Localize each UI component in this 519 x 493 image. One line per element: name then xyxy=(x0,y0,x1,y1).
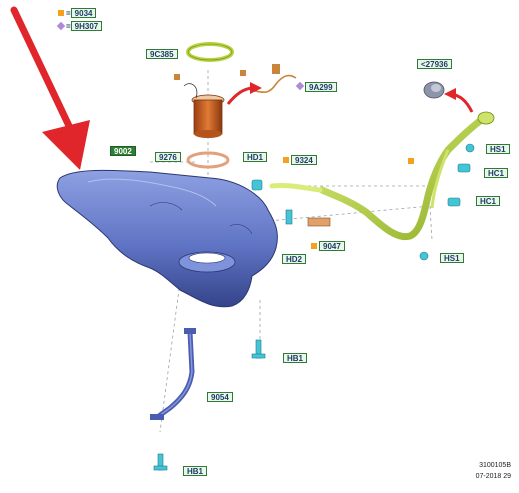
callout-hc1-top: HC1 xyxy=(484,168,509,178)
callout-9047: 9047 xyxy=(319,241,345,251)
sender-wire xyxy=(240,64,297,94)
seal-ring xyxy=(186,151,230,169)
arrowhead xyxy=(250,82,262,94)
legend-eq: = xyxy=(66,22,71,31)
legend-eq: = xyxy=(66,9,71,18)
callout-9a299: 9A299 xyxy=(305,82,337,92)
legend-purple-row: =9H307 xyxy=(66,21,103,32)
clips xyxy=(251,143,475,261)
callout-hb1-lower: HB1 xyxy=(183,466,208,476)
callout-9c385: 9C385 xyxy=(146,49,178,59)
orange-square-marker xyxy=(283,157,289,163)
callout-9276: 9276 xyxy=(155,152,181,162)
legend-orange-row: =9034 xyxy=(66,8,97,19)
tank-strap xyxy=(150,328,196,421)
arrowhead xyxy=(444,88,456,100)
callout-hd1: HD1 xyxy=(243,152,268,162)
callout-hs1-bottom: HS1 xyxy=(440,253,464,263)
bolts xyxy=(153,339,266,471)
legend-orange-code: 9034 xyxy=(70,8,97,18)
lock-ring xyxy=(186,42,234,62)
callout-hs1-top: HS1 xyxy=(486,144,510,154)
pointer-arrow xyxy=(10,6,90,170)
callout-9324: 9324 xyxy=(291,155,317,165)
legend-purple-code: 9H307 xyxy=(70,21,103,31)
callout-hd2: HD2 xyxy=(282,254,307,264)
fuel-pump-module xyxy=(174,74,225,138)
orange-square-marker xyxy=(311,243,317,249)
orange-square-marker xyxy=(58,10,64,16)
filler-pipe xyxy=(269,111,495,241)
callout-hb1-upper: HB1 xyxy=(283,353,308,363)
figure-date: 07-2018 29 xyxy=(475,473,511,480)
fuel-tank xyxy=(56,169,278,308)
callout-9002: 9002 xyxy=(110,146,136,156)
callout-hc1-bottom: HC1 xyxy=(476,196,501,206)
callout-9054: 9054 xyxy=(207,392,233,402)
hose xyxy=(307,217,331,227)
callout-27936: <27936 xyxy=(417,59,452,69)
fuel-cap xyxy=(423,81,445,99)
figure-reference: 3100105B xyxy=(479,462,511,469)
orange-square-marker xyxy=(408,158,414,164)
